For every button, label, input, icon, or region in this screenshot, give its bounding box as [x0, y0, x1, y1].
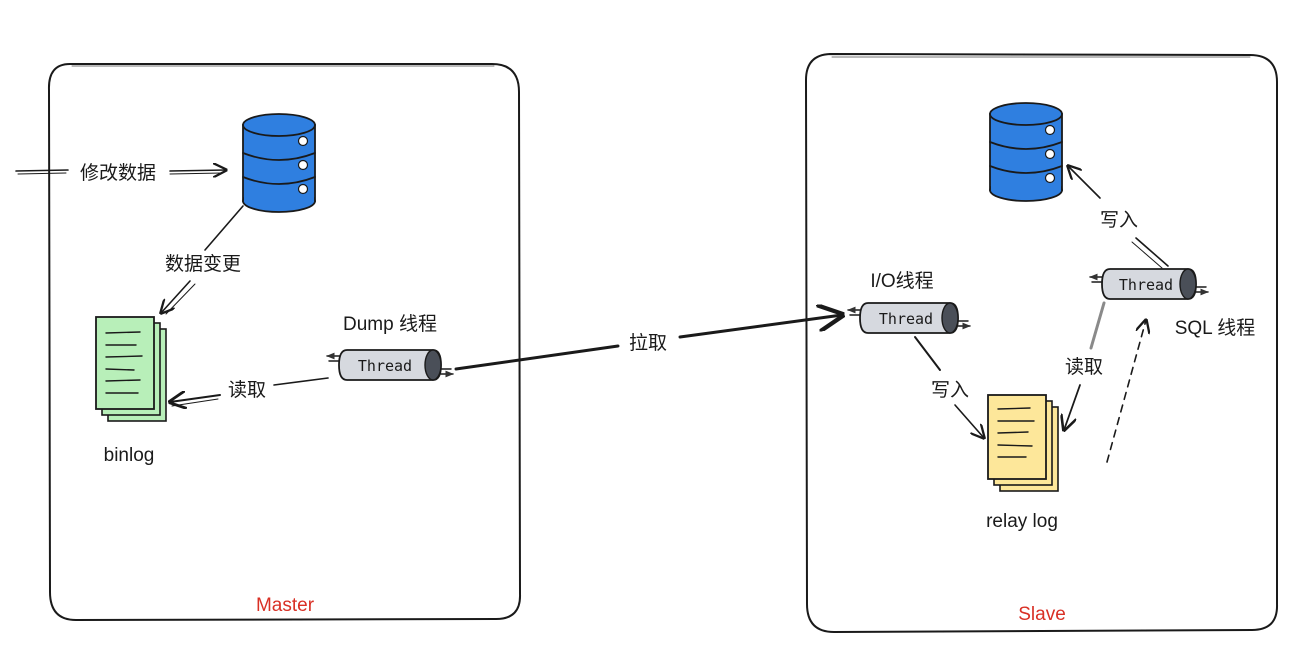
sql-thread-icon: Thread — [1089, 268, 1209, 300]
master-box-label: Master — [256, 595, 315, 616]
master-read-arrow: 读取 — [170, 377, 329, 406]
io-write-label: 写入 — [931, 380, 969, 401]
sql-thread-label: SQL 线程 — [1175, 317, 1256, 339]
data-change-arrow: 数据变更 — [161, 205, 244, 314]
binlog-document-icon — [95, 316, 167, 422]
io-thread-icon: Thread — [847, 302, 971, 334]
relay-log-document-icon — [987, 394, 1059, 492]
pull-arrow: 拉取 — [454, 315, 842, 371]
modify-data-arrow: 修改数据 — [15, 162, 226, 184]
dump-thread-label: Dump 线程 — [343, 313, 437, 335]
dump-thread-text: Thread — [358, 357, 412, 375]
master-read-label: 读取 — [228, 379, 266, 401]
dump-thread-icon: Thread — [326, 349, 454, 381]
pull-label: 拉取 — [629, 332, 667, 354]
io-write-arrow: 写入 — [914, 336, 984, 438]
relay-log-label: relay log — [986, 511, 1058, 532]
modify-data-label: 修改数据 — [80, 162, 156, 184]
io-thread-text: Thread — [879, 310, 933, 328]
sql-thread-text: Thread — [1119, 276, 1173, 294]
io-thread-label: I/O线程 — [870, 270, 933, 292]
sql-write-arrow: 写入 — [1068, 166, 1169, 269]
slave-box-label: Slave — [1018, 604, 1066, 625]
data-change-label: 数据变更 — [165, 253, 241, 275]
sql-read-label: 读取 — [1065, 356, 1103, 378]
slave-box: Slave — [805, 53, 1279, 633]
sql-write-label: 写入 — [1100, 210, 1138, 231]
database-icon — [242, 113, 316, 213]
master-box: Master — [47, 63, 522, 621]
database-icon — [989, 102, 1063, 202]
dashed-feedback-arrow — [1106, 320, 1146, 463]
binlog-label: binlog — [104, 445, 155, 466]
sql-read-arrow: 读取 — [1064, 301, 1106, 430]
